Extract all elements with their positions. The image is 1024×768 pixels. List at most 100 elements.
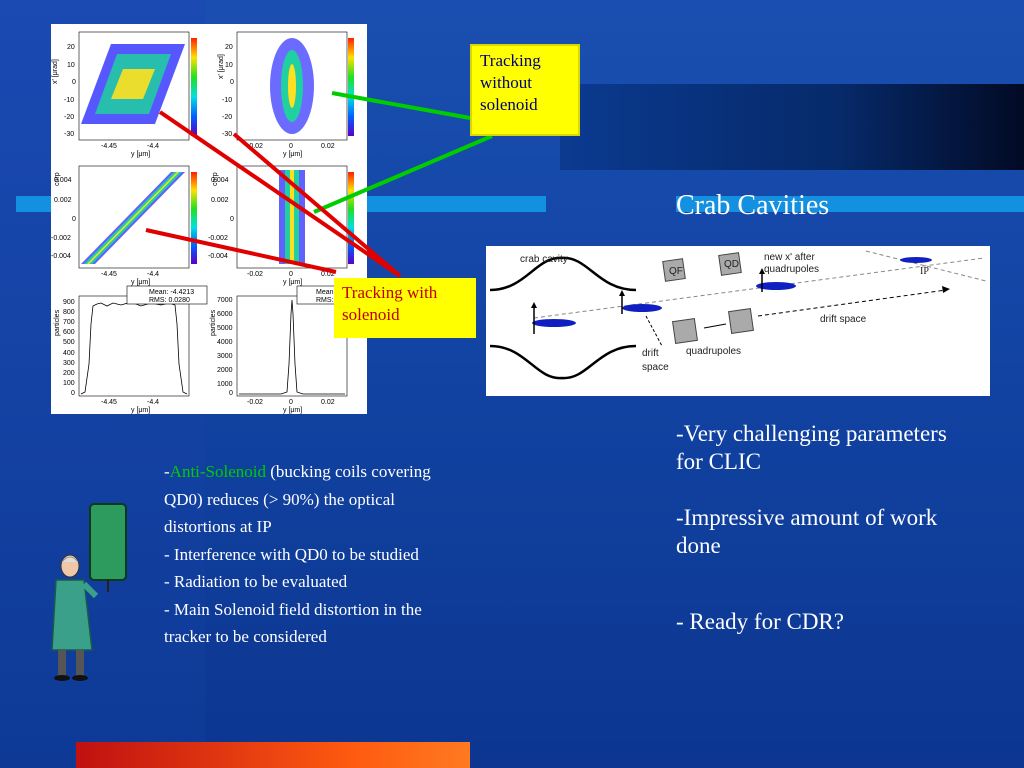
y-tick: 0.004: [211, 177, 229, 184]
plot-xlabel: y [μm]: [131, 279, 150, 286]
plot-top-left: x' [μrad] 20 10 0 -10 -20 -30 -4.45 -4.4…: [52, 31, 197, 158]
stats-mean: Mean: -4.4213: [149, 289, 194, 296]
crab-cavity-diagram: crab cavity QF QD new x' after quadrupol…: [486, 246, 990, 396]
y-tick: 100: [63, 380, 75, 387]
x-tick: -0.02: [247, 399, 263, 406]
bullet-work-done: -Impressive amount of work done: [676, 505, 938, 558]
y-tick: 0: [72, 79, 76, 86]
label-qf: QF: [669, 266, 683, 277]
professor-figure-icon: [51, 503, 127, 681]
callout-tracking-without-solenoid: Tracking without solenoid: [470, 44, 580, 136]
plot-bottom-right: Mean: RMS: particles 7000 6000 5000 4000…: [210, 285, 364, 414]
x-tick: -4.4: [147, 143, 159, 150]
y-tick: 200: [63, 370, 75, 377]
label-crab-cavity: crab cavity: [520, 254, 568, 265]
x-tick: 0.02: [321, 143, 335, 150]
y-tick: 600: [63, 329, 75, 336]
y-tick: 6000: [217, 311, 233, 318]
plot-ylabel-top-right: x' [μrad]: [218, 54, 225, 79]
label-space: space: [642, 362, 669, 373]
y-tick: -0.002: [51, 235, 71, 242]
red-connector-line: [232, 132, 402, 278]
x-tick: 0: [289, 143, 293, 150]
plot-mid-left: corp 0.004 0.002 0 -0.002 -0.004 -4.45 -…: [51, 165, 197, 286]
plot-ylabel-bottom: particles: [54, 309, 61, 336]
x-tick: 0.02: [321, 399, 335, 406]
y-tick: 20: [67, 44, 75, 51]
y-tick: 0: [71, 390, 75, 397]
y-tick: -0.002: [208, 235, 228, 242]
stats-rms: RMS: 0.0280: [149, 297, 190, 304]
y-tick: 500: [63, 339, 75, 346]
plot-xlabel: y [μm]: [283, 279, 302, 286]
y-tick: -10: [222, 97, 232, 104]
callout-tracking-with-solenoid: Tracking with solenoid: [334, 278, 476, 338]
plot-xlabel: y [μm]: [131, 151, 150, 158]
tracking-plots-svg: x' [μrad] 20 10 0 -10 -20 -30 -4.45 -4.4…: [51, 31, 364, 414]
x-tick: -0.02: [247, 271, 263, 278]
label-new-x-after: new x' after: [764, 252, 815, 263]
y-tick: 900: [63, 299, 75, 306]
label-quadrupoles-top: quadrupoles: [764, 264, 819, 275]
y-tick: 0: [229, 390, 233, 397]
plot-ylabel-mid: corp: [54, 172, 61, 186]
note-anti-solenoid: -Anti-Solenoid (bucking coils covering Q…: [164, 458, 464, 541]
y-tick: 700: [63, 319, 75, 326]
plot-xlabel: y [μm]: [283, 407, 302, 414]
green-connector-line: [313, 134, 493, 214]
stats-rms-right: RMS:: [316, 297, 334, 304]
anti-solenoid-notes: -Anti-Solenoid (bucking coils covering Q…: [164, 458, 464, 651]
green-connector-line: [331, 91, 471, 120]
y-tick: 0: [72, 216, 76, 223]
y-tick: 1000: [217, 381, 233, 388]
x-tick: 0.02: [321, 271, 335, 278]
crab-cavity-svg: crab cavity QF QD new x' after quadrupol…: [489, 250, 987, 380]
x-tick: -4.45: [101, 399, 117, 406]
note-interference: - Interference with QD0 to be studied: [164, 544, 419, 564]
y-tick: -0.004: [51, 253, 71, 260]
y-tick: 0: [230, 79, 234, 86]
y-tick: 3000: [217, 353, 233, 360]
plot-ylabel-mid-right: corp: [212, 172, 219, 186]
note-radiation: - Radiation to be evaluated: [164, 572, 348, 591]
y-tick: 300: [63, 360, 75, 367]
y-tick: 2000: [217, 367, 233, 374]
plot-bottom-left: Mean: -4.4213 RMS: 0.0280 particles 900 …: [54, 285, 208, 414]
label-qd: QD: [724, 259, 739, 270]
plot-top-right: x' [μrad] 20 10 0 -10 -20 -30 -0.02 0 0.…: [218, 31, 354, 158]
y-tick: -20: [222, 114, 232, 121]
x-tick: -4.4: [147, 271, 159, 278]
red-connector-line: [145, 228, 337, 274]
y-tick: 20: [225, 44, 233, 51]
label-drift-space: drift space: [820, 314, 867, 325]
y-tick: 10: [225, 62, 233, 69]
x-tick: -4.45: [101, 271, 117, 278]
x-tick: 0: [289, 271, 293, 278]
background-stripe-right: [676, 196, 1024, 212]
plot-ylabel-top: x' [μrad]: [52, 59, 59, 84]
red-connector-line: [158, 110, 402, 278]
x-tick: -0.02: [247, 143, 263, 150]
x-tick: 0: [289, 399, 293, 406]
y-tick: 10: [67, 62, 75, 69]
note-prefix: -: [164, 462, 170, 481]
y-tick: -20: [64, 114, 74, 121]
anti-solenoid-highlight: Anti-Solenoid: [169, 462, 267, 481]
bullet-challenging: -Very challenging parameters for CLIC: [676, 421, 947, 474]
y-tick: -10: [64, 97, 74, 104]
y-tick: 5000: [217, 325, 233, 332]
y-tick: 0: [230, 216, 234, 223]
y-tick: 7000: [217, 297, 233, 304]
stats-mean-right: Mean:: [316, 289, 336, 296]
y-tick: 4000: [217, 339, 233, 346]
label-drift: drift: [642, 348, 659, 359]
x-tick: -4.45: [101, 143, 117, 150]
y-tick: -0.004: [208, 253, 228, 260]
label-quadrupoles-bottom: quadrupoles: [686, 346, 741, 357]
note-main-solenoid: - Main Solenoid field distortion in the …: [164, 599, 422, 647]
y-tick: -30: [64, 131, 74, 138]
label-ip: IP: [920, 266, 929, 277]
y-tick: 800: [63, 309, 75, 316]
y-tick: -30: [222, 131, 232, 138]
